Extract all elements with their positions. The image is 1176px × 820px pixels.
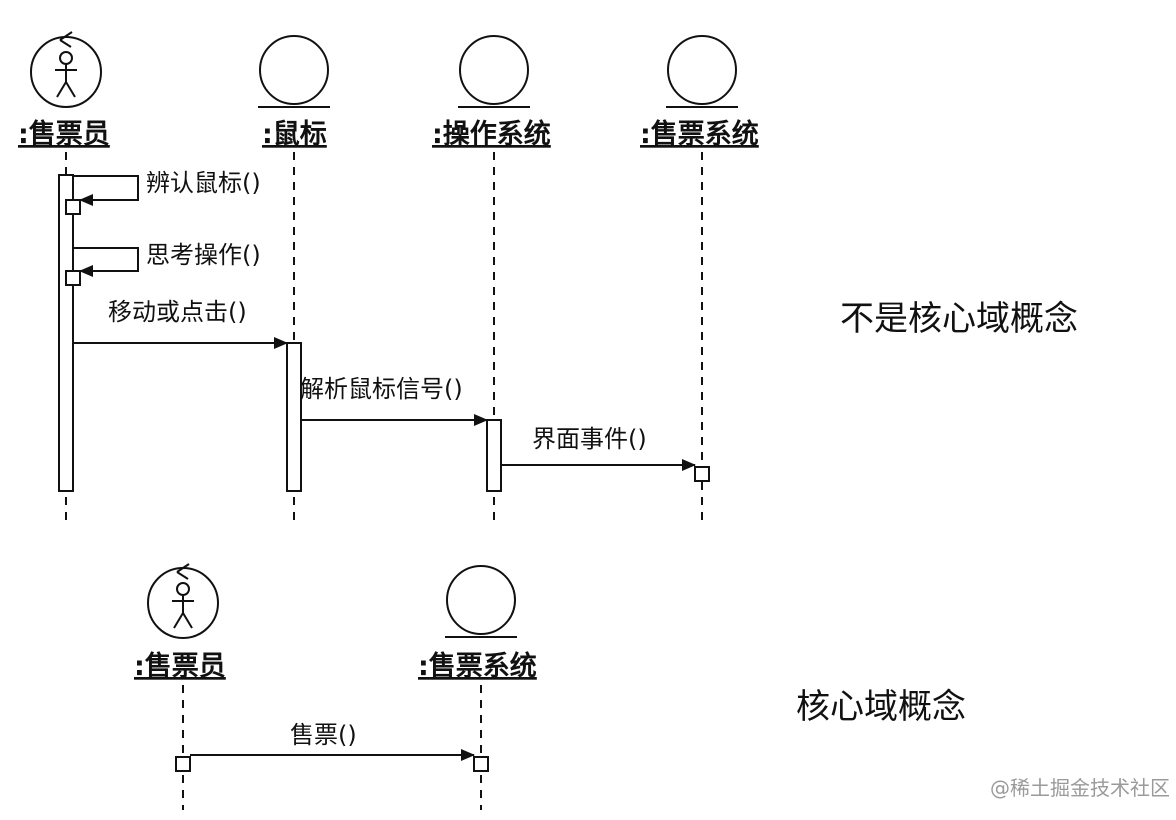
os-activation-bar [486, 419, 502, 492]
clerk-actor-icon [30, 31, 102, 108]
ticket-system-object-label: :售票系统 [640, 118, 759, 150]
message-2-label: 思考操作() [146, 241, 261, 269]
ticket-system-receive-activation [694, 466, 710, 482]
mouse-entity-icon [258, 35, 330, 108]
self-message-1-activation [65, 199, 81, 215]
watermark: @稀土掘金技术社区 [990, 776, 1170, 800]
sell-ticket-label: 售票() [290, 721, 357, 749]
mouse-activation-bar [286, 342, 302, 492]
self-message-2-activation [65, 270, 81, 286]
message-1-label: 辨认鼠标() [146, 169, 261, 197]
self-message-2-arrow [73, 247, 139, 277]
diagram-1-note: 不是核心域概念 [840, 299, 1078, 339]
ticket-system-receive-activation-2 [473, 756, 489, 772]
clerk-activation-bar [58, 174, 74, 492]
clerk-object-label-2: :售票员 [134, 650, 226, 682]
clerk-send-activation [175, 756, 191, 772]
self-message-1-arrow [73, 175, 139, 206]
ticket-system-object-label-2: :售票系统 [418, 650, 537, 682]
os-object-label: :操作系统 [432, 118, 551, 150]
message-3-label: 移动或点击() [108, 298, 247, 326]
mouse-object-label: :鼠标 [262, 119, 327, 150]
diagram-1: :售票员 :鼠标 :操作系统 :售票系统 辨认鼠标() [18, 31, 1078, 520]
message-5-label: 界面事件() [532, 425, 647, 453]
diagram-2: :售票员 :售票系统 售票() 核心域概念 [134, 563, 966, 810]
diagram-2-note: 核心域概念 [796, 687, 966, 727]
ticket-system-entity-icon-2 [445, 565, 517, 638]
os-entity-icon [458, 35, 530, 108]
ticket-system-entity-icon [666, 35, 738, 108]
message-4-label: 解析鼠标信号() [300, 375, 463, 403]
clerk-object-label: :售票员 [18, 118, 110, 150]
clerk-actor-icon-2 [147, 563, 219, 639]
